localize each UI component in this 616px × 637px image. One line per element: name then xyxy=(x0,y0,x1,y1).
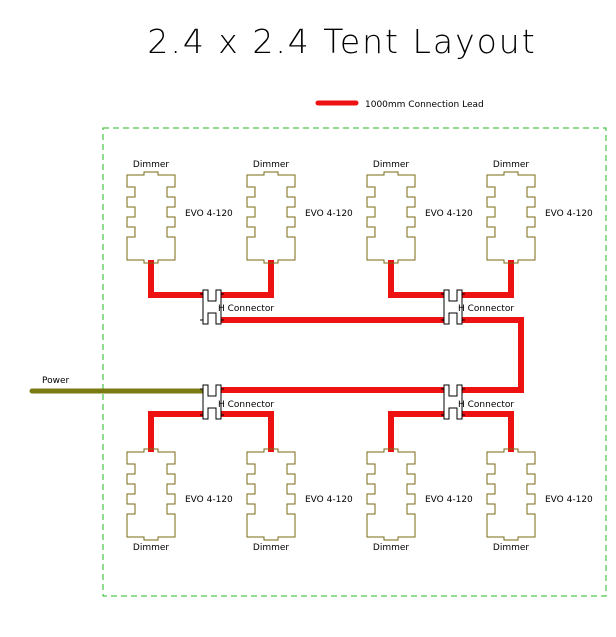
light-outline xyxy=(366,448,416,541)
dimmer-label: Dimmer xyxy=(253,543,290,553)
dimmer-label: Dimmer xyxy=(493,160,530,170)
tent-boundary xyxy=(102,127,607,597)
lead-light7-connector4 xyxy=(388,411,445,452)
light-outline xyxy=(126,448,176,541)
fixture-model-label: EVO 4-120 xyxy=(185,209,233,219)
light-fixture-3: Dimmer EVO 4-120 xyxy=(366,160,473,264)
light-outline xyxy=(126,171,176,264)
h-connector-label: H Connector xyxy=(458,304,514,314)
h-connector-2: H Connector xyxy=(441,289,514,325)
light-outline xyxy=(486,171,536,264)
lead-light8-connector4 xyxy=(461,411,514,452)
dimmer-label: Dimmer xyxy=(133,160,170,170)
light-fixture-1: Dimmer EVO 4-120 xyxy=(126,160,233,264)
lead-light5-connector3 xyxy=(148,411,204,452)
dimmer-label: Dimmer xyxy=(493,543,530,553)
dimmer-label: Dimmer xyxy=(373,543,410,553)
dimmer-label: Dimmer xyxy=(133,543,170,553)
fixture-model-label: EVO 4-120 xyxy=(545,495,593,505)
h-connector-outline xyxy=(200,289,224,325)
h-connector-3: H Connector xyxy=(200,384,274,420)
light-outline xyxy=(246,171,296,264)
fixture-model-label: EVO 4-120 xyxy=(305,495,353,505)
fixture-model-label: EVO 4-120 xyxy=(305,209,353,219)
h-connector-outline xyxy=(441,384,465,420)
legend-label: 1000mm Connection Lead xyxy=(365,100,484,110)
lead-light3-connector2 xyxy=(388,260,445,298)
h-connector-4: H Connector xyxy=(441,384,514,420)
light-outline xyxy=(486,448,536,541)
fixture-model-label: EVO 4-120 xyxy=(545,209,593,219)
lead-light6-connector3 xyxy=(221,411,274,452)
power-label: Power xyxy=(42,376,70,386)
lead-light4-connector2 xyxy=(461,260,514,298)
h-connector-outline xyxy=(200,384,224,420)
light-fixture-2: Dimmer EVO 4-120 xyxy=(246,160,353,264)
fixture-model-label: EVO 4-120 xyxy=(425,495,473,505)
light-fixture-8: Dimmer EVO 4-120 xyxy=(486,448,593,553)
fixture-model-label: EVO 4-120 xyxy=(425,209,473,219)
h-connector-label: H Connector xyxy=(218,304,274,314)
light-fixture-5: Dimmer EVO 4-120 xyxy=(126,448,233,553)
h-connector-1: H Connector xyxy=(200,289,274,325)
light-outline xyxy=(246,448,296,541)
light-fixture-6: Dimmer EVO 4-120 xyxy=(246,448,353,553)
lead-light2-connector1 xyxy=(221,260,274,298)
h-connector-outline xyxy=(441,289,465,325)
lead-connector2-connector4 xyxy=(461,317,524,393)
dimmer-label: Dimmer xyxy=(253,160,290,170)
light-outline xyxy=(366,171,416,264)
dimmer-label: Dimmer xyxy=(373,160,410,170)
light-fixture-7: Dimmer EVO 4-120 xyxy=(366,448,473,553)
connection-leads xyxy=(148,260,524,452)
h-connector-label: H Connector xyxy=(218,400,274,410)
light-fixture-4: Dimmer EVO 4-120 xyxy=(486,160,593,264)
diagram-title: 2.4 x 2.4 Tent Layout xyxy=(147,22,536,61)
h-connector-label: H Connector xyxy=(458,400,514,410)
fixture-model-label: EVO 4-120 xyxy=(185,495,233,505)
lead-light1-connector1 xyxy=(148,260,204,298)
